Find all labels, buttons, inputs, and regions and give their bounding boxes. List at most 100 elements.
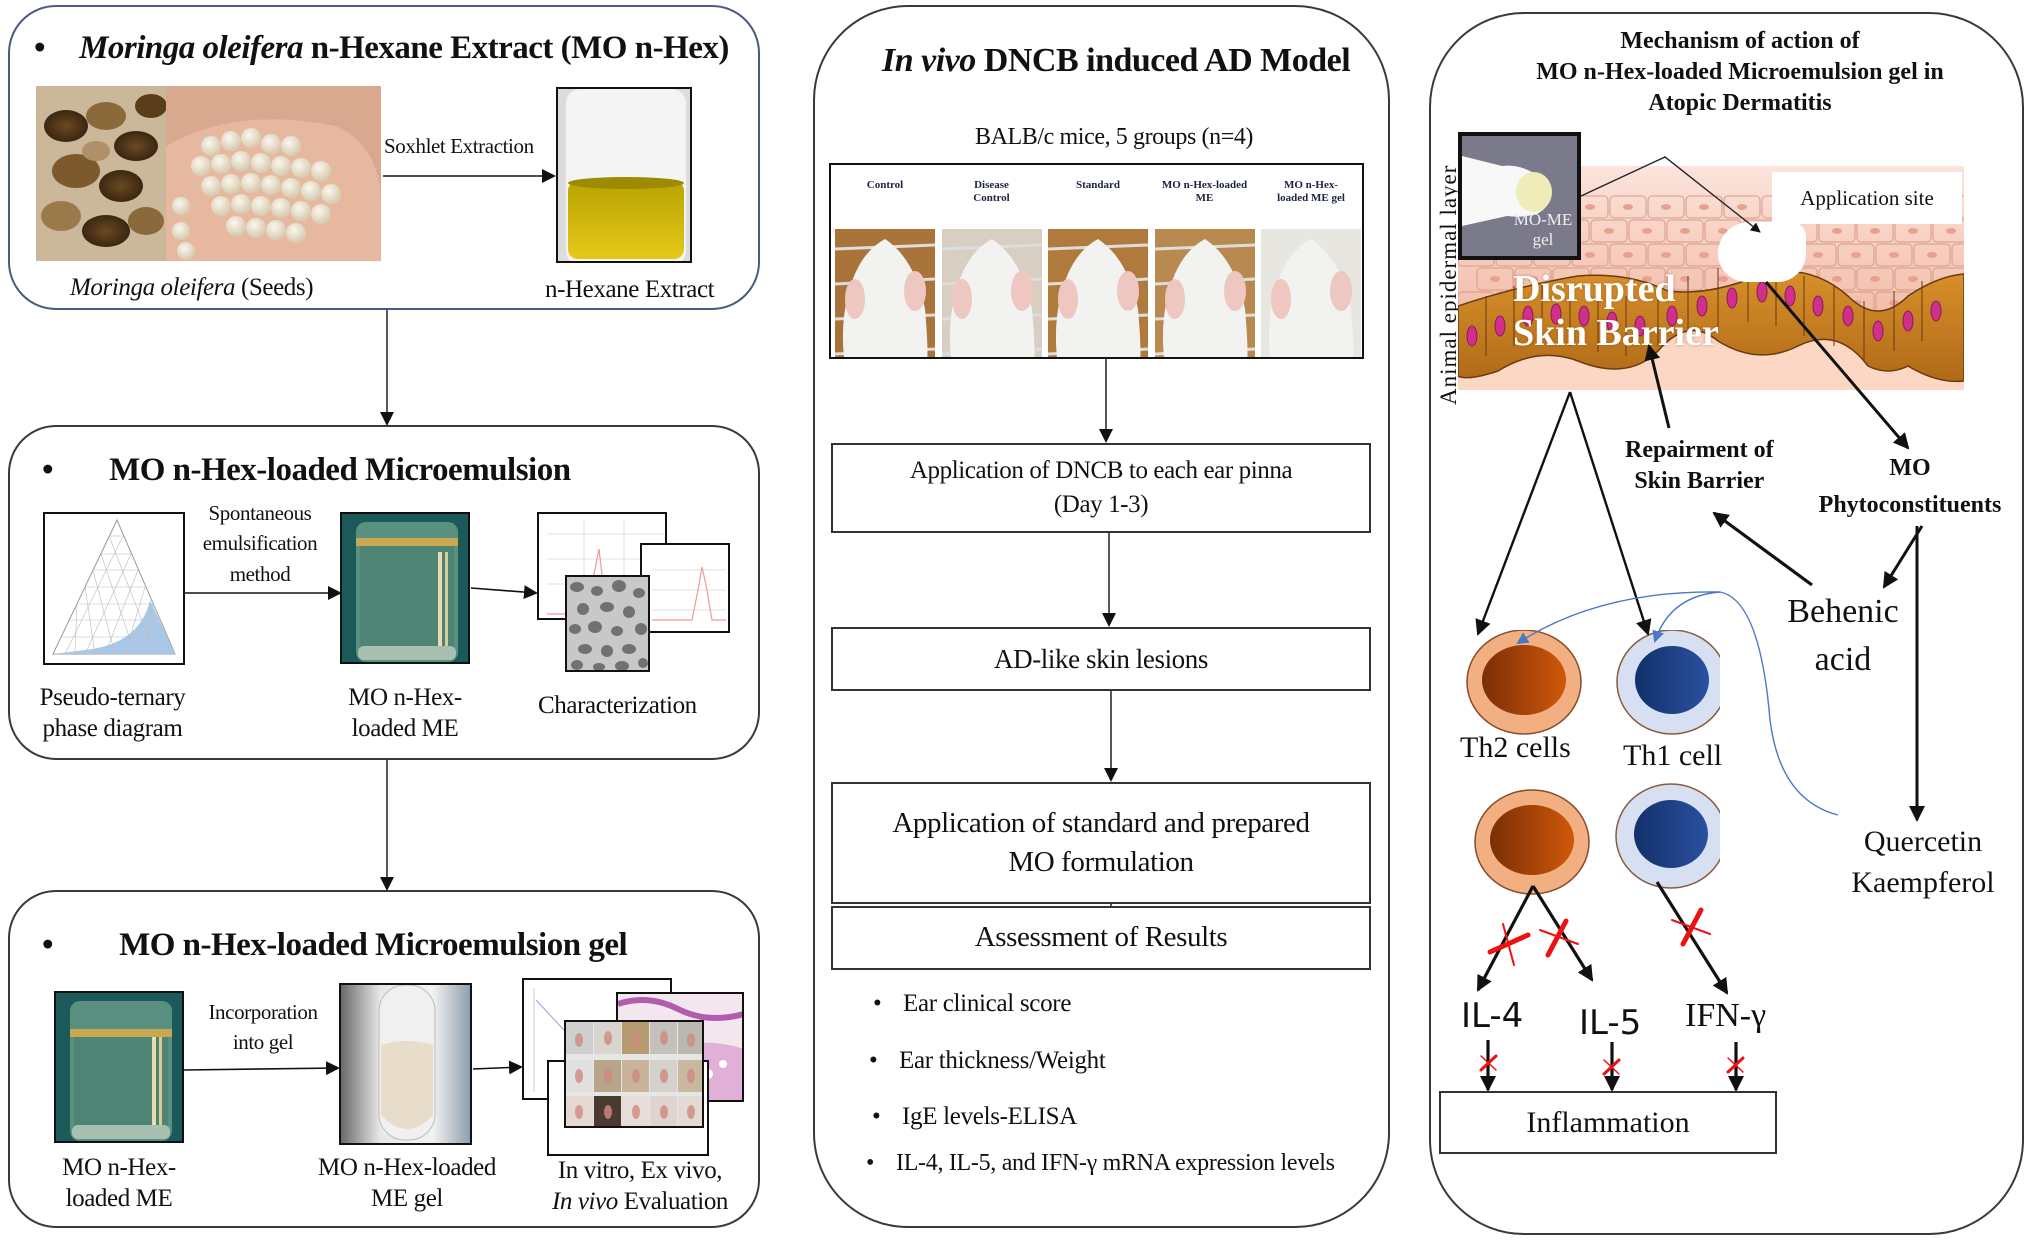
basal-cell-nucleus (1756, 281, 1768, 303)
cell-nucleus (1870, 276, 1880, 282)
mechanism-title-line1: Mechanism of action of (1620, 28, 1860, 54)
method-label-line3: method (229, 561, 291, 586)
quercetin-line: Quercetin (1863, 825, 1983, 858)
me-gel-photo (339, 983, 472, 1145)
mouse-photo (1154, 229, 1255, 357)
ternary-diagram (43, 512, 185, 665)
soxhlet-label: Soxhlet Extraction (384, 134, 534, 158)
characterization-chart-2 (640, 543, 730, 633)
basal-cell-nucleus (1494, 315, 1506, 337)
th2-cell-top (1466, 630, 1582, 735)
disrupted-line1: Disrupted (1513, 268, 1676, 310)
mo-me-gel-photo (1458, 132, 1581, 260)
tem-image (565, 575, 650, 672)
epidermal-cell (1875, 243, 1913, 267)
gel-label-line1: MO-ME (1513, 210, 1573, 229)
cell-nucleus (1699, 252, 1709, 258)
result-item: IgE levels-ELISA (872, 1103, 1077, 1131)
cell-nucleus (1623, 252, 1633, 258)
epidermal-cell (1951, 243, 1964, 267)
mo-me-gel-label: MO-ME gel (1508, 210, 1578, 251)
mouse-photo (1048, 229, 1148, 357)
epidermal-cell (1647, 243, 1685, 267)
me-gel-caption-line1: MO n-Hex-loaded (318, 1154, 496, 1181)
cell-nucleus (1642, 276, 1652, 282)
incorporation-label-line1: Incorporation (208, 1000, 318, 1024)
epidermal-cell (1837, 243, 1875, 267)
bullet: • (34, 30, 46, 66)
result-item: Ear clinical score (873, 990, 1071, 1018)
behenic-line2: acid (1814, 640, 1872, 678)
in-vivo-title: In vivo DNCB induced AD Model (882, 42, 1351, 80)
title-italic: Moringa oleifera (79, 30, 303, 66)
cell-nucleus (1490, 276, 1500, 282)
result-item: Ear thickness/Weight (869, 1047, 1106, 1075)
ternary-caption: Pseudo-ternary phase diagram (30, 682, 195, 745)
mouse-group-label-line: MO n-Hex-loaded (1161, 179, 1248, 191)
application-site-label: Application site (1772, 172, 1962, 224)
th1-cell-label: Th1 cell (1623, 739, 1723, 772)
step-dncb-application: Application of DNCB to each ear pinna(Da… (831, 443, 1371, 533)
panel-extract-title: •Moringa oleifera n-Hexane Extract (MO n… (34, 30, 729, 67)
extract-vial-image (558, 89, 690, 261)
application-site-marker (1718, 222, 1806, 282)
method-label-line1: Spontaneous (208, 501, 312, 525)
loaded-me-photo (54, 991, 184, 1143)
phytoconstituents-label: MO Phytoconstituents (1800, 450, 2020, 524)
basal-cell-nucleus (1522, 305, 1534, 327)
cell-nucleus (1585, 252, 1595, 258)
mouse-photo (941, 229, 1042, 357)
cell-nucleus (1661, 204, 1671, 210)
basal-cell-nucleus (1902, 310, 1914, 332)
step-ad-lesions: AD-like skin lesions (831, 627, 1371, 691)
il4-label: IL-4 (1461, 996, 1524, 1036)
seeds-caption-italic: Moringa oleifera (70, 274, 236, 301)
seeds-caption: Moringa oleifera (Seeds) (70, 272, 314, 303)
disrupted-line2: Skin Barrier (1513, 311, 1719, 354)
repair-label: Repairment of Skin Barrier (1625, 435, 1774, 497)
title-italic: In vivo (882, 42, 976, 79)
title-text: MO n-Hex-loaded Microemulsion (109, 452, 571, 488)
me-caption: MO n-Hex- loaded ME (335, 682, 475, 745)
basal-cell-nucleus (1578, 305, 1590, 327)
cell-nucleus (1851, 252, 1861, 258)
basal-cell-nucleus (1466, 325, 1478, 347)
cell-nucleus (1642, 228, 1652, 234)
incorporation-label: Incorporation into gel (192, 997, 334, 1058)
gel-tube-image (341, 985, 470, 1143)
cell-nucleus (1528, 276, 1538, 282)
cell-nucleus (1737, 204, 1747, 210)
basal-cell-nucleus (1550, 303, 1562, 325)
cell-nucleus (1908, 228, 1918, 234)
ear-photos-grid (564, 1020, 704, 1128)
repair-line1: Repairment of (1625, 437, 1774, 463)
cell-nucleus (1927, 252, 1937, 258)
epidermal-cell (1913, 243, 1951, 267)
mouse-group-label: Control (835, 179, 935, 192)
seeds-image (36, 86, 381, 261)
step-line: AD-like skin lesions (994, 643, 1208, 674)
evaluation-caption-line1: In vitro, Ex vivo, (557, 1157, 723, 1184)
characterization-caption: Characterization (538, 692, 697, 719)
basal-cell-nucleus (1842, 305, 1854, 327)
bullet: • (42, 452, 54, 488)
mouse-group-label-line: Standard (1075, 179, 1121, 191)
mouse-group-label: MO n-Hex-loaded ME gel (1261, 179, 1361, 204)
behenic-acid-label: Behenic acid (1768, 588, 1918, 683)
evaluation-caption: In vitro, Ex vivo, In vivo Evaluation (540, 1155, 740, 1218)
microemulsion-vial-image (342, 514, 468, 662)
ternary-caption-line2: phase diagram (42, 715, 183, 743)
epidermal-cell (1894, 267, 1932, 291)
step-line: Application of standard and prepared (892, 806, 1310, 839)
mouse-photo (1261, 229, 1361, 357)
incorporation-label-line2: into gel (232, 1030, 294, 1055)
epidermal-cell (1666, 267, 1704, 291)
cell-nucleus (1680, 228, 1690, 234)
ifn-gamma-label: IFN-γ (1685, 997, 1767, 1034)
cell-nucleus (1699, 204, 1709, 210)
hexane-extract-photo (556, 87, 692, 263)
cell-nucleus (1946, 228, 1956, 234)
th2-cells-label: Th2 cells (1460, 731, 1571, 764)
mouse-group-label-line: Disease (974, 179, 1009, 191)
epidermal-cell (1609, 243, 1647, 267)
